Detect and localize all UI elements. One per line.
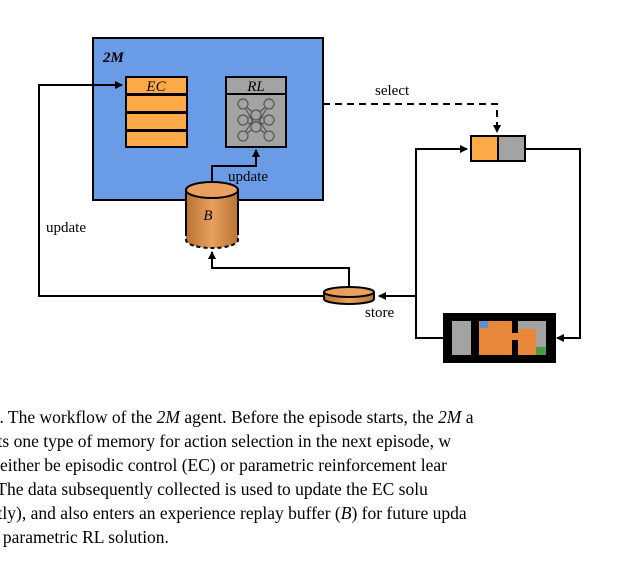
buffer-label: B bbox=[203, 208, 212, 224]
update-label-left: update bbox=[46, 220, 86, 236]
caption-line-4: ). The data subsequently collected is us… bbox=[0, 479, 428, 499]
caption-line-5: ectly), and also enters an experience re… bbox=[0, 503, 467, 523]
replay-buffer: B bbox=[185, 181, 239, 249]
neural-net-icon bbox=[237, 98, 275, 142]
ec-label: EC bbox=[145, 79, 166, 95]
caption-line-3: ld either be episodic control (EC) or pa… bbox=[0, 455, 447, 475]
memory-selector bbox=[470, 135, 526, 162]
store-to-buffer-arrow bbox=[208, 251, 350, 287]
update-label-inner: update bbox=[228, 169, 268, 185]
env-to-store-arrow bbox=[378, 292, 443, 339]
ec-memory: EC bbox=[125, 76, 188, 148]
agent-label: 2M bbox=[102, 50, 125, 66]
rl-label: RL bbox=[246, 79, 265, 95]
caption-line-1: . 1. The workflow of the 2M agent. Befor… bbox=[0, 407, 474, 427]
act-arrow bbox=[525, 148, 581, 342]
caption-line-2: ects one type of memory for action selec… bbox=[0, 431, 451, 451]
rl-network: RL bbox=[225, 76, 287, 148]
environment-grid bbox=[443, 313, 556, 363]
observe-to-selector-arrow bbox=[415, 145, 468, 296]
caption-line-6: he parametric RL solution. bbox=[0, 527, 169, 547]
store-disk bbox=[323, 286, 375, 305]
update-arrow-ec bbox=[38, 81, 324, 297]
store-label: store bbox=[365, 305, 395, 321]
figure-caption: . 1. The workflow of the 2M agent. Befor… bbox=[0, 405, 623, 549]
workflow-diagram: 2M EC RL bbox=[38, 37, 581, 363]
select-label: select bbox=[375, 83, 410, 99]
update-arrow-rl bbox=[211, 149, 260, 182]
select-arrow bbox=[323, 103, 501, 133]
